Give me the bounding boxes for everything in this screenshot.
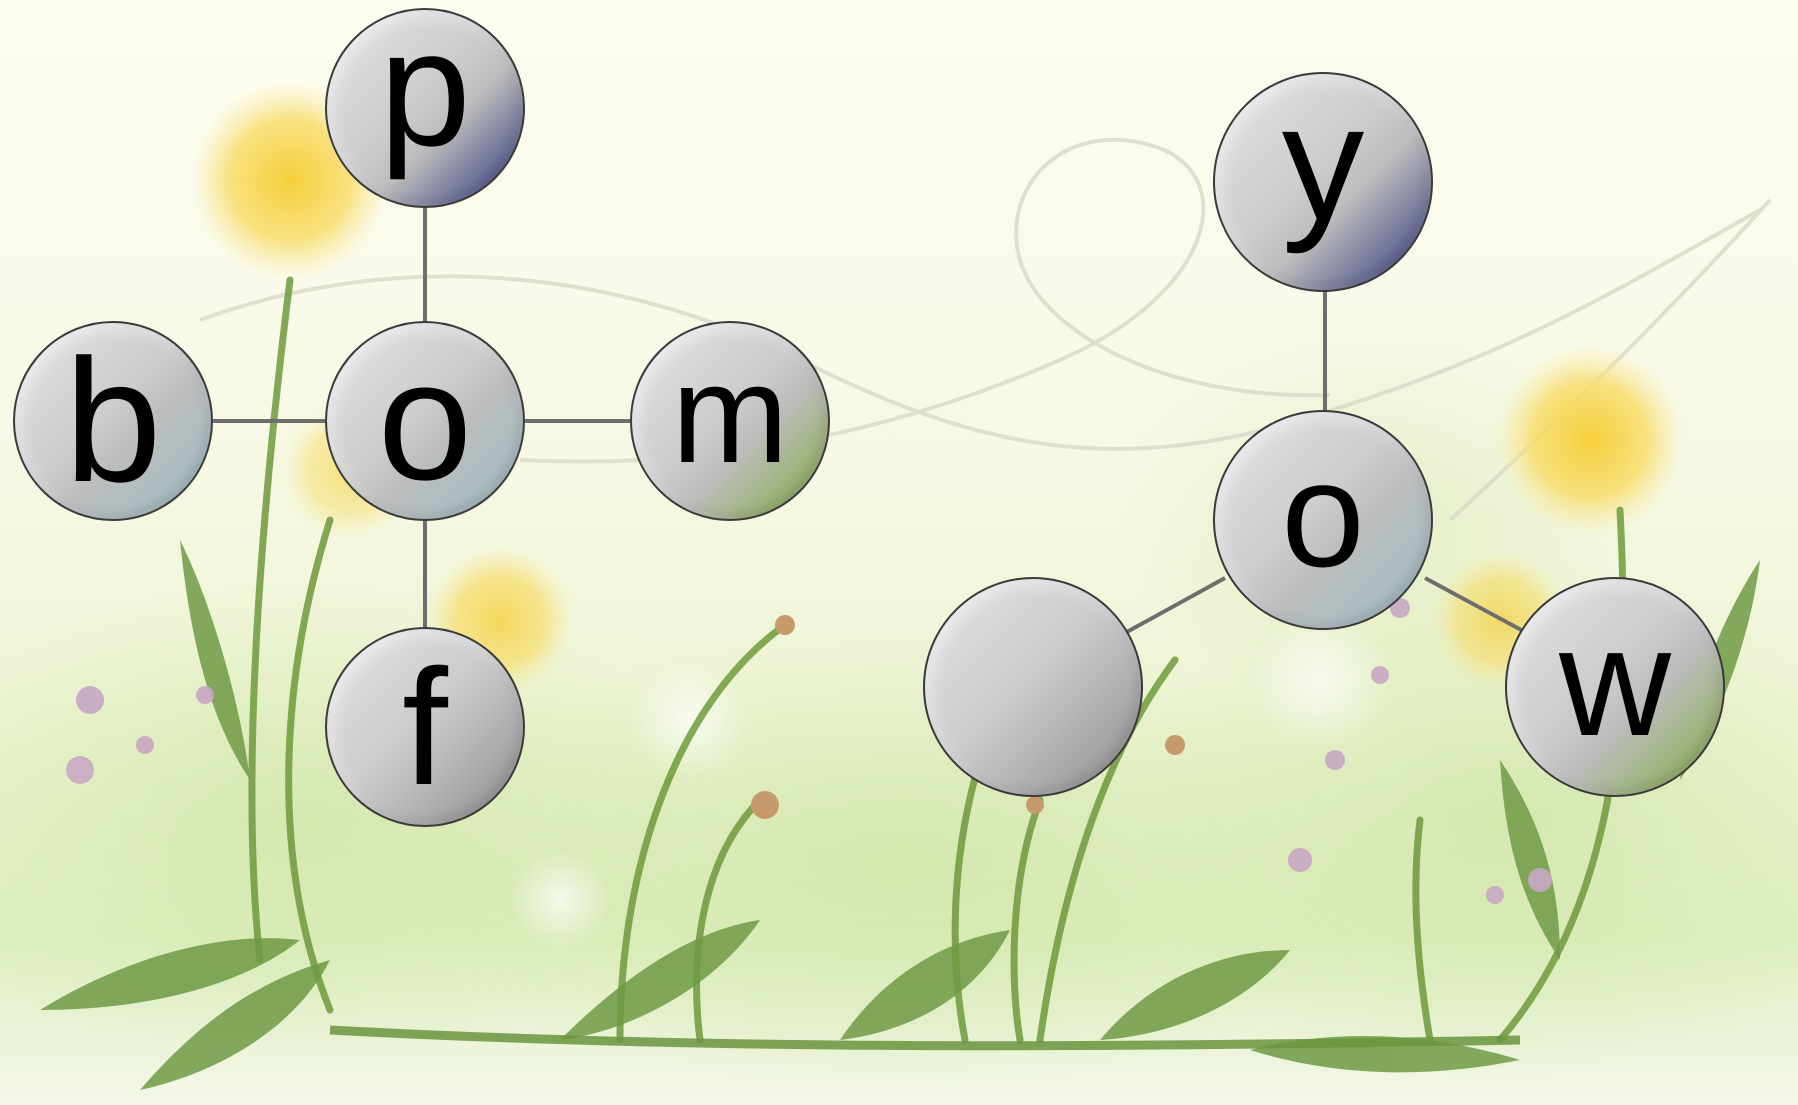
letter-bubble-left[interactable]: b bbox=[13, 321, 213, 521]
letter-bubble-center[interactable]: o bbox=[325, 321, 525, 521]
bubble-letter: b bbox=[64, 323, 162, 519]
bubble-letter: m bbox=[671, 335, 789, 492]
connector-line bbox=[1424, 576, 1526, 634]
bubble-letter: p bbox=[379, 0, 471, 180]
bubble-letter: o bbox=[1281, 430, 1365, 598]
letter-bubble-center[interactable]: o bbox=[1213, 410, 1433, 630]
bubble-letter: w bbox=[1559, 594, 1671, 768]
letter-bubble-right[interactable]: m bbox=[630, 321, 830, 521]
letter-bubble-top[interactable]: p bbox=[325, 0, 525, 208]
letter-bubble-bottom-left[interactable] bbox=[923, 577, 1143, 797]
letter-bubble-top[interactable]: y bbox=[1213, 72, 1433, 292]
connector-line bbox=[1124, 576, 1226, 635]
letter-bubble-bottom[interactable]: f bbox=[325, 627, 525, 827]
bubble-letter: o bbox=[377, 326, 473, 516]
letter-bubble-bottom-right[interactable]: w bbox=[1505, 577, 1725, 797]
bubble-letter: y bbox=[1281, 69, 1365, 254]
bubble-letter: f bbox=[402, 634, 448, 819]
